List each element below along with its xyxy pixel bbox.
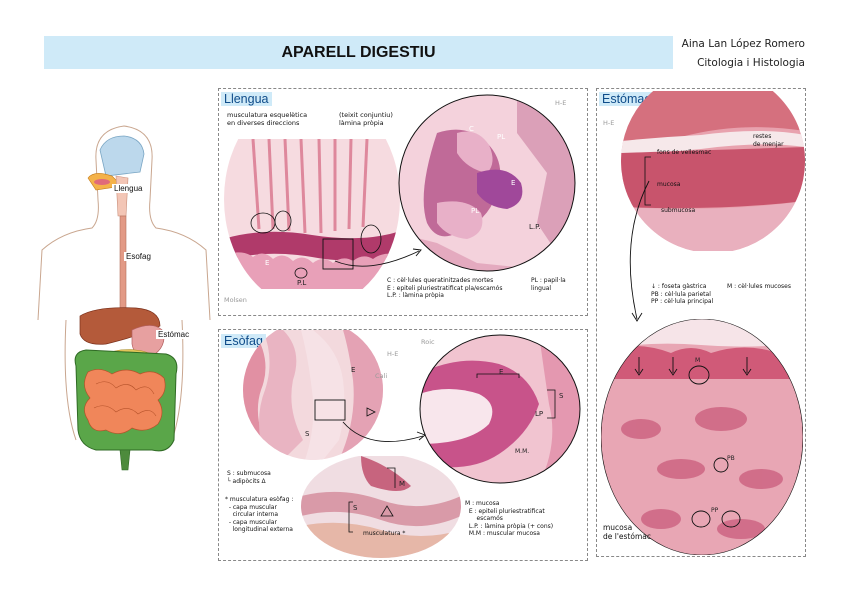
stomach-bottom-label: mucosa de l'estómac bbox=[603, 523, 651, 541]
stomach-note-restes: restes de menjar bbox=[753, 133, 784, 148]
title-banner: APARELL DIGESTIU bbox=[44, 36, 673, 69]
eso-zoom-MM: M.M. bbox=[515, 448, 530, 455]
tongue-stain: H-E bbox=[555, 99, 567, 107]
tongue-legend-right: PL : papil·la lingual bbox=[531, 277, 566, 292]
esophagus-micrograph bbox=[243, 330, 383, 460]
tongue-label-PL: P.L bbox=[297, 279, 307, 287]
stomach-note-submucosa: submucosa bbox=[661, 207, 696, 214]
label-tongue: Llengua bbox=[112, 184, 145, 193]
panel-title-llengua: Llengua bbox=[221, 92, 272, 106]
zoom-label-PL2: PL bbox=[471, 207, 480, 215]
eso-wall-M: M bbox=[399, 480, 406, 488]
zoom-label-E: E bbox=[511, 179, 516, 187]
eso-wall-muscle: musculatura * bbox=[363, 530, 406, 537]
stomach-legend-right: M : cèl·lules mucoses bbox=[727, 283, 791, 290]
esophagus-wall-micrograph bbox=[301, 456, 461, 558]
eso-wall-S: S bbox=[353, 504, 358, 512]
subject-name: Citologia i Histologia bbox=[697, 57, 805, 69]
eso-label-S: S bbox=[305, 430, 310, 438]
eso-note-muscle: * musculatura esòfag : - capa muscular c… bbox=[225, 496, 294, 533]
panel-title-esofag: Esòfag bbox=[221, 334, 266, 348]
eso-note-submucosa: S : submucosa └ adipòcits Δ bbox=[227, 470, 271, 485]
note-muscle-tongue: musculatura esquelètica en diverses dire… bbox=[227, 111, 308, 127]
stomach-stain: H-E bbox=[603, 119, 615, 127]
esophagus-zoom-micrograph bbox=[419, 334, 581, 484]
label-esophagus: Esofag bbox=[124, 252, 153, 261]
panel-llengua: Llengua musculatura esquelètica en diver… bbox=[218, 88, 588, 316]
stomach-note-mucosa: mucosa bbox=[657, 181, 681, 188]
stomach-zoom-arrow bbox=[629, 180, 650, 322]
panel-title-estomac: Estómac bbox=[599, 92, 654, 106]
note-lamina-tongue: (teixit conjuntiu) làmina pròpia bbox=[339, 111, 393, 127]
label-stomach: Estómac bbox=[156, 330, 192, 339]
anatomy-diagram: Llengua Esofag Estómac bbox=[36, 120, 212, 490]
tongue-legend-left: C : cèl·lules queratinitzades mortes E :… bbox=[387, 277, 503, 299]
panel-esofag: Esòfag E S H-E Cali Roic E LP S M.M. bbox=[218, 329, 588, 561]
eso-legend: M : mucosa E : epiteli pluriestratificat… bbox=[465, 500, 554, 537]
stomach-zoom-PB: PB bbox=[727, 455, 735, 462]
eso-zoom-LP: LP bbox=[535, 410, 544, 418]
digestive-system-illustration bbox=[37, 125, 211, 471]
panel-estomac: Estómac H-E fons de vellesmac restes de … bbox=[596, 88, 806, 557]
eso-stain-1: H-E bbox=[387, 350, 399, 358]
zoom-label-PL1: PL bbox=[497, 133, 506, 141]
stomach-micrograph bbox=[621, 91, 805, 251]
esophagus-zoom-arrow bbox=[342, 421, 426, 442]
page-title: APARELL DIGESTIU bbox=[281, 44, 436, 61]
zoom-label-C: C bbox=[469, 125, 474, 133]
stomach-mucosa-micrograph bbox=[601, 319, 803, 555]
eso-zoom-E: E bbox=[499, 368, 504, 376]
stomach-note-fons: fons de vellesmac bbox=[657, 149, 712, 156]
tongue-zoom-micrograph bbox=[398, 94, 576, 272]
eso-stain-3: Roic bbox=[421, 338, 435, 346]
eso-stain-2: Cali bbox=[375, 372, 388, 380]
stomach-legend-left: ↓ : foseta gàstrica PB : cèl·lula pariet… bbox=[651, 283, 714, 305]
tongue-corner-label: Molsen bbox=[224, 296, 247, 304]
tongue-zoom-arrow bbox=[334, 248, 422, 267]
tongue-micrograph bbox=[224, 139, 400, 289]
zoom-label-LP: L.P. bbox=[529, 223, 541, 231]
author-name: Aina Lan López Romero bbox=[681, 38, 805, 50]
stomach-zoom-M: M bbox=[695, 357, 701, 364]
tongue-label-E: E bbox=[265, 259, 270, 267]
stomach-zoom-PP: PP bbox=[711, 507, 719, 514]
eso-label-E: E bbox=[351, 366, 356, 374]
eso-zoom-S: S bbox=[559, 392, 564, 400]
